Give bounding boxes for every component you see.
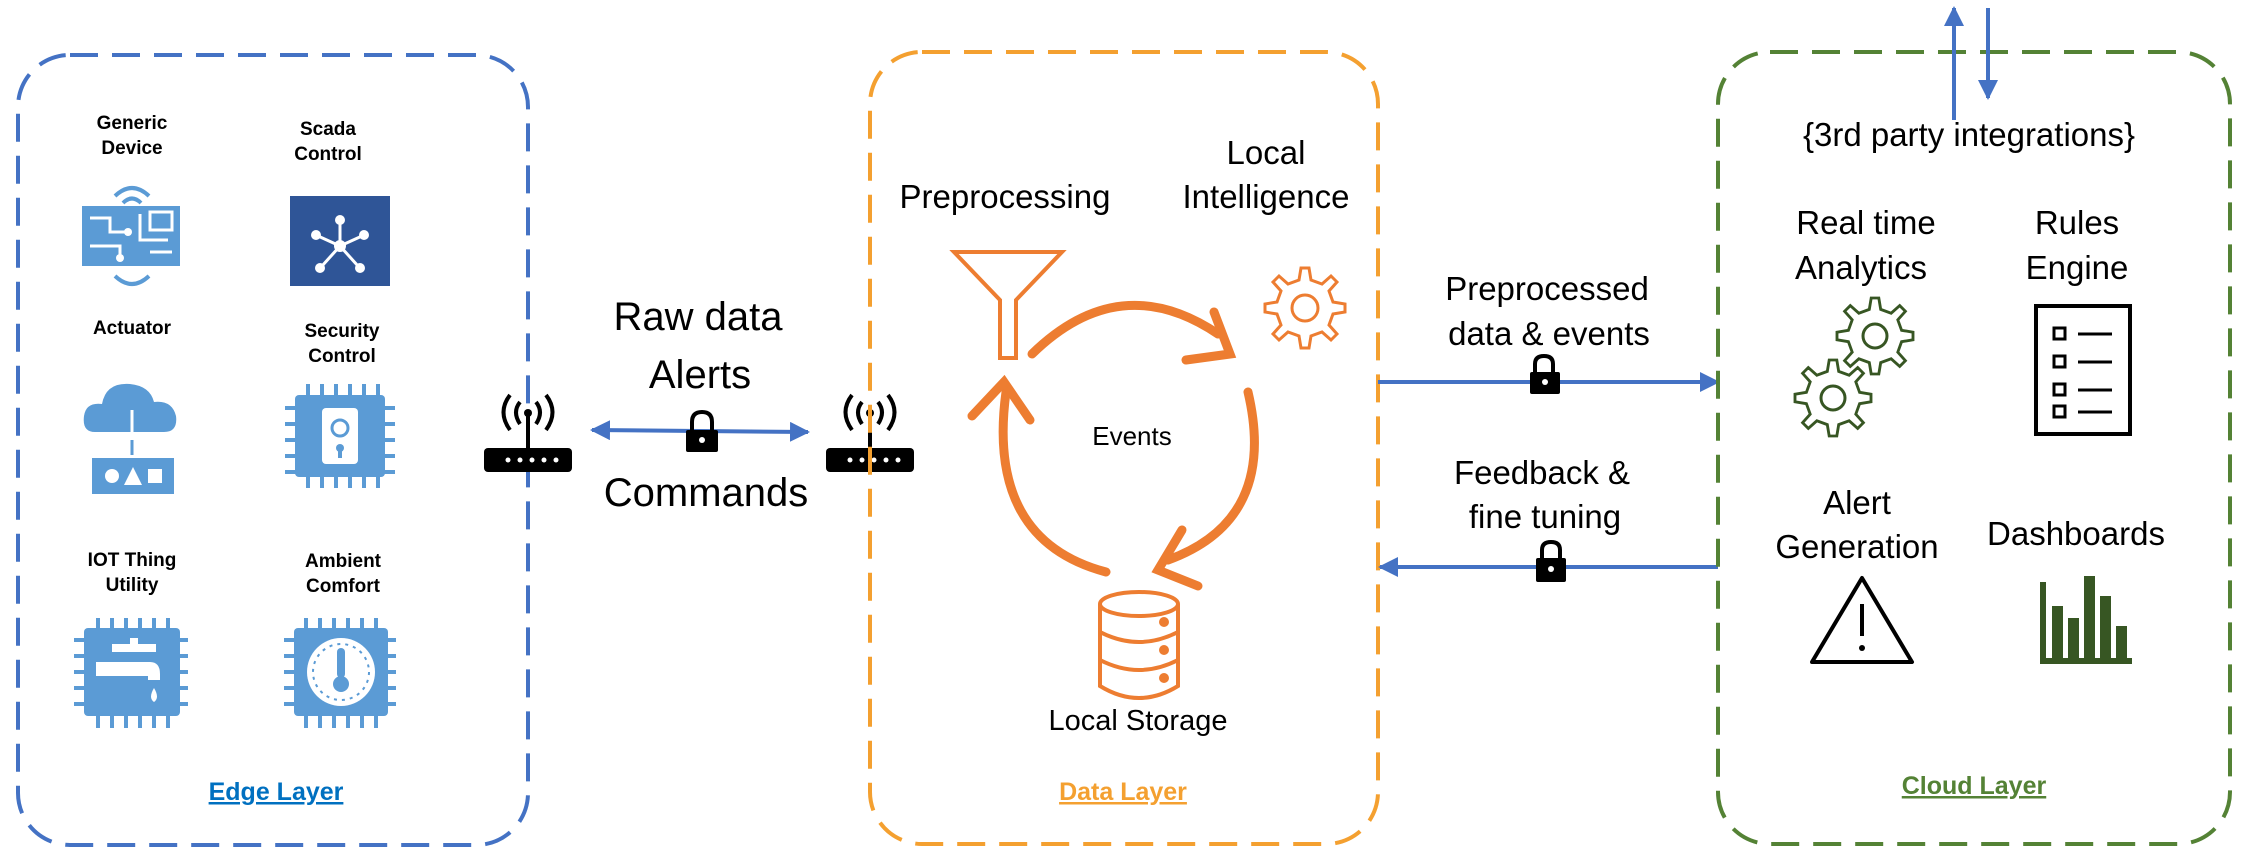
device-scada: Scada Control bbox=[290, 119, 390, 286]
gears-icon bbox=[1793, 296, 1915, 438]
data-layer-title[interactable]: Data Layer bbox=[1059, 778, 1187, 806]
database-icon bbox=[1098, 590, 1180, 700]
lock-icon bbox=[1536, 539, 1566, 582]
cloud-layer-title[interactable]: Cloud Layer bbox=[1902, 772, 2047, 800]
cloud-layer-box bbox=[1716, 50, 2232, 846]
security-chip-icon bbox=[285, 384, 395, 488]
scada-network-icon bbox=[290, 196, 390, 286]
thermometer-chip-icon bbox=[284, 618, 396, 728]
lock-icon bbox=[1530, 353, 1560, 394]
link-label-commands: Commands bbox=[604, 471, 809, 515]
device-ambient-comfort: Ambient Comfort bbox=[284, 551, 396, 728]
device-label: Security bbox=[305, 321, 380, 342]
gear-icon bbox=[1263, 266, 1347, 350]
downlink-label-2: fine tuning bbox=[1469, 498, 1621, 535]
device-label: IOT Thing bbox=[88, 550, 177, 571]
alert-label-1: Alert bbox=[1823, 484, 1891, 521]
funnel-icon bbox=[949, 250, 1067, 360]
edge-data-link: Raw data Alerts Commands bbox=[484, 295, 914, 515]
device-label: Ambient bbox=[305, 551, 382, 572]
uplink-label-2: data & events bbox=[1448, 315, 1650, 352]
device-generic: Generic Device bbox=[82, 113, 180, 286]
analytics-label-2: Analytics bbox=[1795, 249, 1927, 286]
integrations-label: {3rd party integrations} bbox=[1803, 116, 2135, 153]
data-layer: Preprocessing Local Intelligence Events bbox=[868, 50, 1380, 846]
edge-layer-box bbox=[16, 53, 530, 847]
analytics-label-1: Real time bbox=[1796, 204, 1935, 241]
edge-layer-title-link[interactable]: Edge Layer bbox=[209, 778, 344, 806]
data-layer-title-link[interactable]: Data Layer bbox=[1059, 778, 1187, 806]
device-label: Control bbox=[308, 346, 376, 367]
device-label: Generic bbox=[97, 113, 168, 134]
circuit-board-icon bbox=[82, 186, 180, 286]
rules-label-1: Rules bbox=[2035, 204, 2119, 241]
dashboards-label: Dashboards bbox=[1987, 515, 2165, 552]
device-security: Security Control bbox=[285, 321, 395, 488]
device-label: Utility bbox=[106, 575, 159, 596]
link-label-raw-data: Raw data bbox=[614, 295, 784, 339]
uplink-label-1: Preprocessed bbox=[1445, 270, 1649, 307]
edge-layer: Generic Device Scada Control bbox=[16, 53, 530, 847]
downlink-label-1: Feedback & bbox=[1454, 454, 1630, 491]
events-cycle bbox=[967, 301, 1259, 591]
faucet-chip-icon bbox=[74, 618, 188, 728]
preprocessing-label: Preprocessing bbox=[900, 178, 1111, 215]
cloud-actuator-icon bbox=[83, 383, 177, 494]
router-icon-left bbox=[484, 393, 572, 472]
warning-icon bbox=[1810, 576, 1914, 664]
local-intelligence-label-1: Local bbox=[1227, 134, 1306, 171]
device-label: Device bbox=[101, 138, 162, 159]
device-label: Scada bbox=[300, 119, 356, 140]
cloud-layer-title-link[interactable]: Cloud Layer bbox=[1902, 772, 2047, 800]
device-label: Comfort bbox=[306, 576, 381, 597]
link-label-alerts: Alerts bbox=[649, 353, 751, 397]
edge-layer-title[interactable]: Edge Layer bbox=[209, 778, 344, 806]
cloud-layer: {3rd party integrations} Real time Analy… bbox=[1716, 6, 2232, 846]
data-cloud-links: Preprocessed data & events Feedback & fi… bbox=[1378, 270, 1720, 582]
device-label: Actuator bbox=[93, 318, 172, 339]
alert-label-2: Generation bbox=[1775, 528, 1938, 565]
device-actuator: Actuator bbox=[83, 318, 177, 494]
device-iot-utility: IOT Thing Utility bbox=[74, 550, 188, 728]
events-label: Events bbox=[1092, 421, 1172, 451]
lock-icon bbox=[686, 409, 718, 452]
local-intelligence-label-2: Intelligence bbox=[1183, 178, 1350, 215]
data-layer-box bbox=[868, 50, 1380, 846]
bar-chart-icon bbox=[2040, 576, 2132, 664]
local-storage-label: Local Storage bbox=[1049, 705, 1228, 737]
device-label: Control bbox=[294, 144, 362, 165]
rules-label-2: Engine bbox=[2026, 249, 2129, 286]
checklist-icon bbox=[2034, 304, 2132, 436]
